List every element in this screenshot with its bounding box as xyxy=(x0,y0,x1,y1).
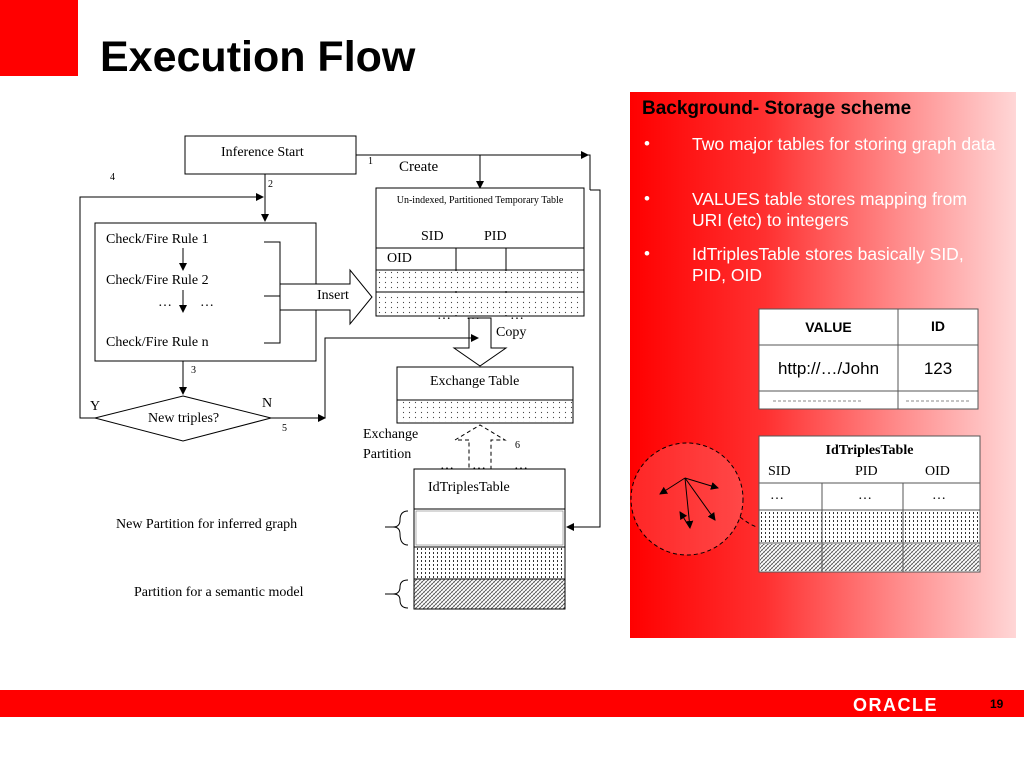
id-triples-table-label: IdTriplesTable xyxy=(428,480,510,495)
create-label: Create xyxy=(399,159,439,175)
oracle-logo: ORACLE xyxy=(853,695,938,715)
new-triples-decision xyxy=(94,395,272,442)
semantic-partition-label: Partition for a semantic model xyxy=(134,585,304,600)
arrow-step-6 xyxy=(566,189,601,531)
values-header-value: VALUE xyxy=(805,319,852,335)
id-triples-cell: … xyxy=(932,488,946,503)
ellipsis: … xyxy=(440,458,454,473)
id-triples-table-header xyxy=(413,468,566,510)
temp-table-title: Un-indexed, Partitioned Temporary Table xyxy=(396,195,564,206)
temp-table-row xyxy=(377,293,583,315)
rule-dots: … … xyxy=(158,295,214,310)
step-label: 1 xyxy=(368,156,373,167)
graph-edge xyxy=(684,477,716,521)
values-table xyxy=(758,308,979,410)
id-triples-title: IdTriplesTable xyxy=(825,443,914,458)
rule-n-label: Check/Fire Rule n xyxy=(106,335,209,350)
step-label: 2 xyxy=(268,179,273,190)
values-header-id: ID xyxy=(931,318,945,334)
inference-start-box xyxy=(184,135,357,175)
footer-bar xyxy=(0,690,1024,717)
values-cell-id: 123 xyxy=(923,359,953,378)
panel-heading: Background- Storage scheme xyxy=(642,98,912,119)
graph-edge xyxy=(684,477,694,529)
slide-title: Execution Flow xyxy=(100,33,416,81)
step-label: 5 xyxy=(282,423,287,434)
id-triples-cell: … xyxy=(770,488,784,503)
exchange-table-label: Exchange Table xyxy=(430,374,520,389)
bullet-1: Two major tables for storing graph data xyxy=(692,134,996,154)
step-label: 3 xyxy=(191,365,196,376)
id-triples-header-oid: OID xyxy=(925,464,950,479)
bullet-marker: • xyxy=(644,244,650,263)
bullet-marker: • xyxy=(644,134,650,153)
corner-accent xyxy=(0,0,78,76)
id-triples-cell: … xyxy=(858,488,872,503)
values-cell-uri: http://…/John xyxy=(777,359,880,378)
column-pid: PID xyxy=(484,229,507,244)
rules-box xyxy=(94,222,317,362)
execution-flow-diagram xyxy=(79,135,981,610)
existing-partition-box xyxy=(413,546,566,580)
graph-edge xyxy=(684,477,719,490)
rule-1-label: Check/Fire Rule 1 xyxy=(106,232,209,247)
insert-arrow xyxy=(279,268,373,326)
bullet-marker: • xyxy=(644,189,650,208)
column-sid: SID xyxy=(421,229,444,244)
bracket xyxy=(392,510,409,546)
step-label: 4 xyxy=(110,172,115,183)
id-triples-header-pid: PID xyxy=(855,464,878,479)
ellipsis: … xyxy=(437,308,451,323)
copy-arrow xyxy=(452,317,508,367)
exchange-partition-label: Exchange Partition xyxy=(363,427,419,462)
temp-table-row xyxy=(377,271,583,291)
insert-label: Insert xyxy=(317,288,349,303)
copy-label: Copy xyxy=(496,325,527,340)
inference-start-label: Inference Start xyxy=(221,145,304,160)
step-label: 6 xyxy=(515,440,520,451)
bracket xyxy=(392,579,409,609)
arrow-create xyxy=(356,154,591,190)
semantic-model-partition-box xyxy=(413,578,566,610)
new-triples-label: New triples? xyxy=(148,411,220,426)
new-partition-label: New Partition for inferred graph xyxy=(116,517,298,532)
id-triples-header-sid: SID xyxy=(768,464,791,479)
bullet-2: VALUES table stores mapping from URI (et… xyxy=(692,189,967,230)
arrow-step-4 xyxy=(79,193,264,419)
no-label: N xyxy=(262,396,273,411)
column-oid: OID xyxy=(387,251,412,266)
ellipsis: … xyxy=(466,308,480,323)
exchange-table-row xyxy=(398,401,572,422)
bullet-3: IdTriplesTable stores basically SID, PID… xyxy=(692,244,964,285)
page-number: 19 xyxy=(990,697,1004,711)
yes-label: Y xyxy=(90,399,101,414)
graph-edge xyxy=(659,477,686,495)
ellipsis: … xyxy=(472,458,486,473)
ellipsis: … xyxy=(510,308,524,323)
ellipsis: … xyxy=(514,458,528,473)
rule-2-label: Check/Fire Rule 2 xyxy=(106,273,209,288)
graph-edge xyxy=(679,511,691,529)
